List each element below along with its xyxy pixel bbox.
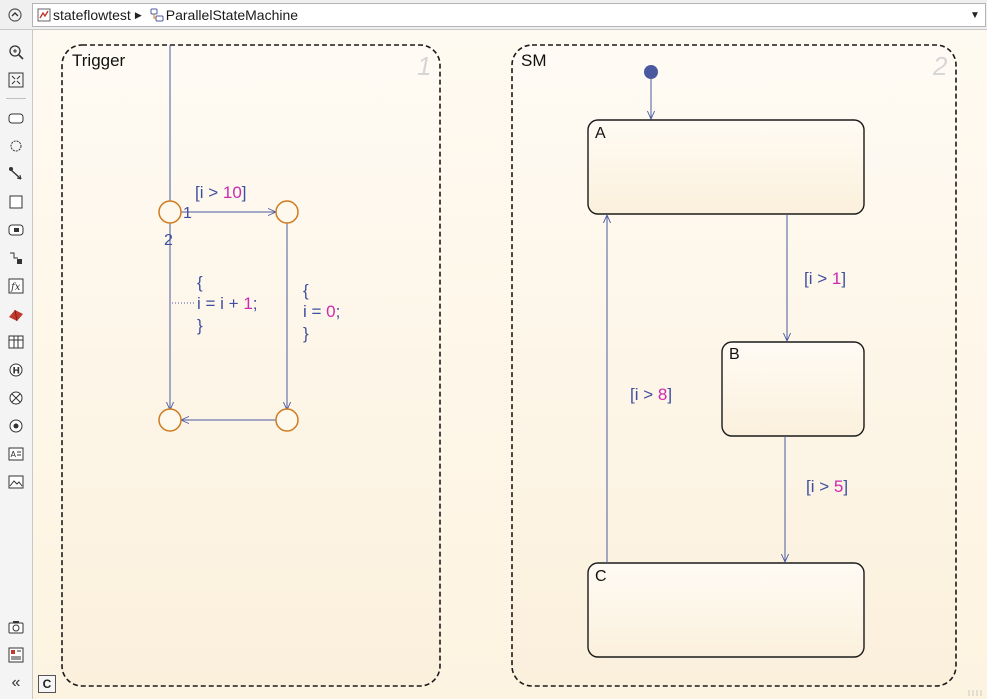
breadcrumb-separator-icon: ▶ [134, 9, 142, 20]
state-c[interactable]: C [587, 562, 865, 658]
exit-junction-icon [9, 391, 23, 405]
navigate-up-button[interactable] [4, 6, 26, 24]
simulink-state-icon [8, 224, 24, 236]
collapse-palette-icon: « [11, 674, 21, 691]
simulink-model-icon [37, 8, 51, 22]
svg-text:H: H [13, 367, 21, 377]
svg-text:{: { [197, 273, 203, 292]
breadcrumb: stateflowtest ▶ ParallelStateMachine ▼ [32, 3, 986, 27]
breadcrumb-item-model[interactable]: stateflowtest [33, 4, 133, 26]
state-tool-button[interactable] [6, 108, 26, 128]
zoom-in-button[interactable] [6, 42, 26, 62]
svg-text:A: A [11, 450, 17, 459]
truth-table-button[interactable] [6, 332, 26, 352]
image-button[interactable] [6, 472, 26, 492]
resize-grip-icon[interactable] [968, 690, 982, 696]
state-name-c: C [595, 568, 607, 585]
snapshot-button[interactable] [6, 617, 26, 637]
palette-divider [6, 98, 26, 99]
simulink-function-button[interactable] [6, 248, 26, 268]
box-tool-icon [9, 195, 23, 209]
junction-3[interactable] [158, 408, 182, 432]
fit-to-view-icon [8, 72, 24, 88]
junction-1[interactable] [158, 200, 182, 224]
chart-badge[interactable]: C [38, 675, 56, 693]
transition-tool-button[interactable] [6, 164, 26, 184]
breadcrumb-chart-label: ParallelStateMachine [165, 7, 299, 23]
junction-4[interactable] [275, 408, 299, 432]
breadcrumb-item-chart[interactable]: ParallelStateMachine [146, 4, 300, 26]
transition-tool-icon [9, 167, 22, 180]
zoom-in-icon [9, 45, 24, 60]
transition-label-j1-j2: [i > 10] [195, 183, 247, 202]
simulink-function-icon [10, 252, 22, 264]
junction-tool-icon [10, 140, 22, 152]
chart-canvas[interactable]: Trigger 1 1 2 [i > 10] { i = i + 1; } [33, 30, 987, 699]
state-name-trigger: Trigger [72, 51, 126, 70]
history-junction-icon: H [9, 363, 23, 377]
execution-order-sm: 2 [932, 51, 948, 81]
state-name-sm: SM [521, 51, 547, 70]
state-a[interactable]: A [587, 119, 865, 215]
junction-tool-button[interactable] [6, 136, 26, 156]
transition-label-b-c: [i > 5] [806, 477, 848, 496]
svg-text:{: { [303, 281, 309, 300]
collapse-palette-button[interactable]: « [6, 673, 26, 693]
entry-junction-button[interactable] [6, 416, 26, 436]
transition-label-a-b: [i > 1] [804, 269, 846, 288]
object-palette: fx H A « [0, 30, 33, 699]
stateflow-chart-icon [150, 8, 164, 22]
transition-order-right: 1 [183, 205, 192, 222]
matlab-function-button[interactable] [6, 304, 26, 324]
transition-order-down: 2 [164, 232, 173, 249]
breadcrumb-dropdown-button[interactable]: ▼ [969, 9, 981, 21]
graphical-function-button[interactable]: fx [6, 276, 26, 296]
svg-text:fx: fx [10, 282, 21, 293]
image-icon [8, 475, 24, 489]
state-name-a: A [595, 125, 606, 142]
svg-text:}: } [197, 316, 203, 335]
up-arrow-icon [8, 8, 22, 22]
truth-table-icon [8, 335, 24, 349]
graphical-function-icon: fx [8, 278, 24, 294]
box-tool-button[interactable] [6, 192, 26, 212]
breadcrumb-model-label: stateflowtest [53, 7, 131, 23]
state-b[interactable]: B [721, 341, 865, 437]
chevron-down-icon: ▼ [970, 9, 980, 21]
transition-label-c-a: [i > 8] [630, 385, 672, 404]
default-transition-dot[interactable] [644, 65, 658, 79]
entry-junction-icon [9, 419, 23, 433]
explorer-icon [8, 647, 24, 663]
transition-label-j1-j3: { i = i + 1; } [197, 273, 258, 335]
snapshot-icon [8, 621, 24, 634]
matlab-function-icon [9, 309, 23, 322]
svg-text:i = i + 1;: i = i + 1; [197, 294, 258, 313]
annotation-button[interactable]: A [6, 444, 26, 464]
state-tool-icon [8, 113, 24, 124]
transition-label-j2-j4: { i = 0; } [303, 281, 340, 343]
parallel-state-trigger[interactable]: Trigger 1 [61, 44, 441, 687]
annotation-icon: A [8, 447, 24, 461]
fit-to-view-button[interactable] [6, 70, 26, 90]
state-name-b: B [729, 346, 740, 363]
model-explorer-button[interactable] [6, 645, 26, 665]
stateflow-diagram: Trigger 1 1 2 [i > 10] { i = i + 1; } [33, 30, 987, 699]
breadcrumb-bar: stateflowtest ▶ ParallelStateMachine ▼ [0, 0, 987, 30]
simulink-state-button[interactable] [6, 220, 26, 240]
svg-text:i = 0;: i = 0; [303, 302, 340, 321]
exit-junction-button[interactable] [6, 388, 26, 408]
svg-text:}: } [303, 324, 309, 343]
execution-order-trigger: 1 [417, 51, 431, 81]
history-junction-button[interactable]: H [6, 360, 26, 380]
junction-2[interactable] [275, 200, 299, 224]
